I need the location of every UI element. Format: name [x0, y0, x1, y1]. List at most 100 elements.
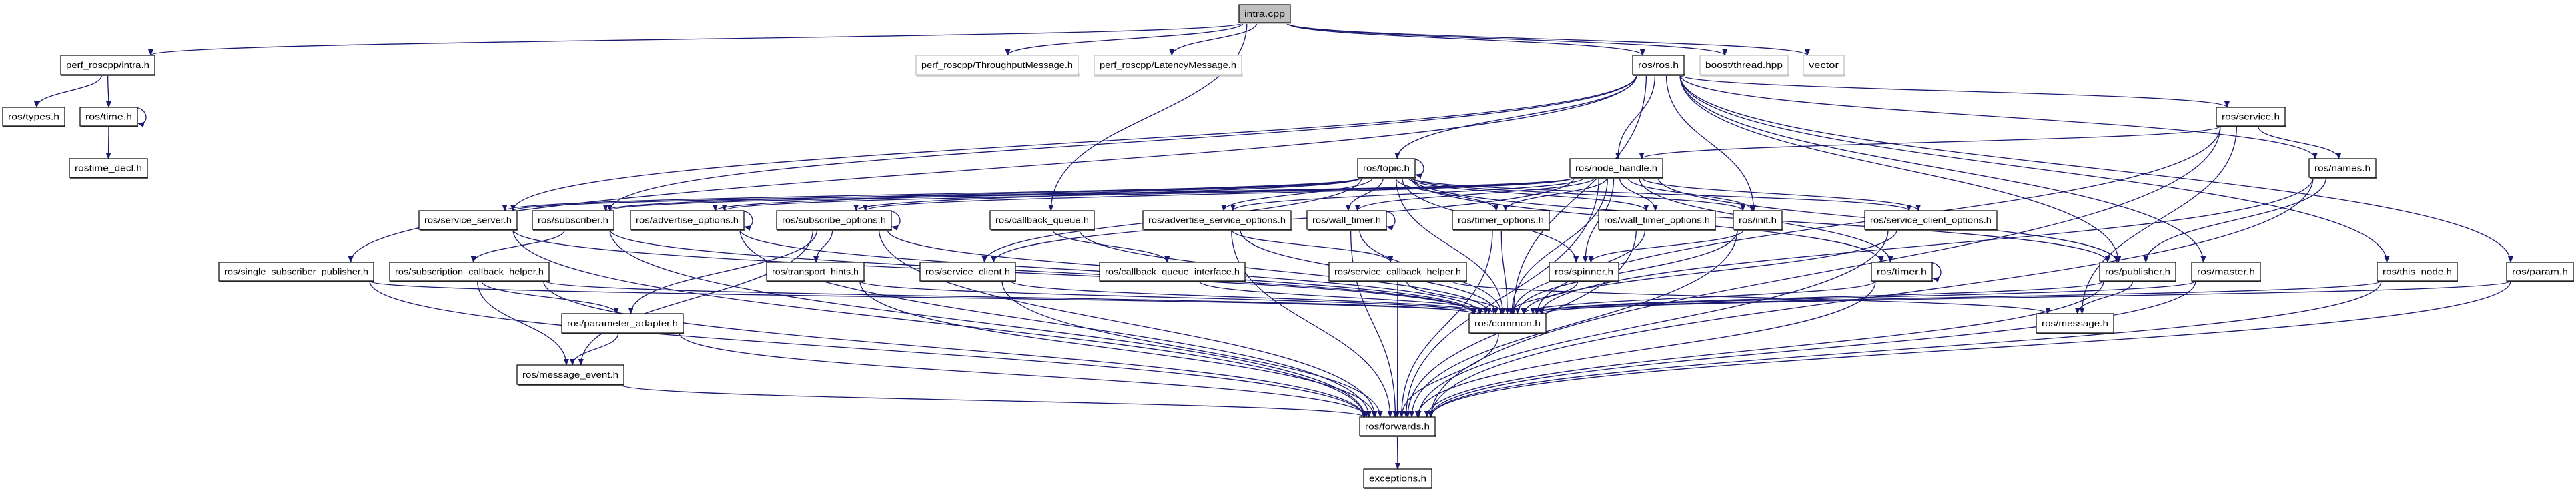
node-box[interactable]	[561, 313, 684, 334]
node-box[interactable]	[1733, 210, 1783, 230]
node-names[interactable]: ros/names.h	[2308, 158, 2377, 179]
node-ros-h[interactable]: ros/ros.h	[1632, 55, 1685, 76]
node-callback-queue[interactable]: ros/callback_queue.h	[989, 210, 1095, 231]
node-box[interactable]	[1699, 55, 1789, 75]
node-subscription-callback-helper[interactable]: ros/subscription_callback_helper.h	[389, 262, 550, 282]
node-box[interactable]	[1468, 313, 1547, 334]
node-box[interactable]	[2506, 262, 2574, 282]
node-subscribe-options[interactable]: ros/subscribe_options.h	[776, 210, 892, 231]
node-node-handle[interactable]: ros/node_handle.h	[1569, 158, 1663, 179]
node-box[interactable]	[919, 262, 1016, 282]
node-box[interactable]	[1871, 262, 1933, 282]
node-service-server[interactable]: ros/service_server.h	[418, 210, 518, 231]
edge-timer_options-to-common	[1500, 229, 1511, 314]
node-box[interactable]	[60, 55, 155, 75]
node-intra-h[interactable]: perf_roscpp/intra.h	[60, 55, 155, 76]
node-box[interactable]	[2377, 262, 2458, 282]
node-spinner[interactable]: ros/spinner.h	[1549, 262, 1619, 282]
edge-this_node-to-forwards	[1428, 280, 2382, 418]
node-box[interactable]	[1306, 210, 1387, 230]
node-time[interactable]: ros/time.h	[79, 107, 138, 127]
node-timer[interactable]: ros/timer.h	[1871, 262, 1933, 282]
node-service[interactable]: ros/service.h	[2216, 107, 2286, 127]
edge-node_handle-to-service_client_options	[1641, 177, 1921, 211]
node-box[interactable]	[1328, 262, 1467, 282]
node-message[interactable]: ros/message.h	[2036, 313, 2114, 334]
node-box[interactable]	[1099, 262, 1246, 282]
node-box[interactable]	[1094, 55, 1242, 75]
node-box[interactable]	[1803, 55, 1845, 75]
node-box[interactable]	[1598, 210, 1716, 230]
node-box[interactable]	[79, 107, 138, 127]
node-box[interactable]	[1142, 210, 1292, 230]
node-param[interactable]: ros/param.h	[2506, 262, 2574, 282]
node-label: rostime_decl.h	[75, 163, 142, 173]
node-box[interactable]	[2191, 262, 2261, 282]
node-box[interactable]	[1363, 468, 1432, 488]
node-advertise-options[interactable]: ros/advertise_options.h	[630, 210, 745, 231]
node-box[interactable]	[2, 107, 65, 127]
node-box[interactable]	[2036, 313, 2114, 334]
node-box[interactable]	[630, 210, 745, 230]
node-parameter-adapter[interactable]: ros/parameter_adapter.h	[561, 313, 684, 334]
node-intra-cpp[interactable]: intra.cpp	[1238, 4, 1291, 24]
node-forwards[interactable]: ros/forwards.h	[1359, 416, 1436, 437]
node-throughput[interactable]: perf_roscpp/ThroughputMessage.h	[915, 55, 1080, 77]
node-box[interactable]	[1632, 55, 1685, 75]
node-timer-options[interactable]: ros/timer_options.h	[1452, 210, 1550, 231]
node-service-client-options[interactable]: ros/service_client_options.h	[1864, 210, 1998, 231]
edge-topic-to-wall_timer	[1345, 177, 1384, 211]
node-publisher[interactable]: ros/publisher.h	[2099, 262, 2176, 282]
node-box[interactable]	[766, 262, 865, 282]
node-box[interactable]	[532, 210, 614, 230]
node-label: ros/subscribe_options.h	[782, 215, 886, 225]
edge-names-to-common	[1538, 177, 2314, 314]
node-box[interactable]	[516, 364, 624, 385]
node-wall-timer-options[interactable]: ros/wall_timer_options.h	[1598, 210, 1716, 231]
node-box[interactable]	[989, 210, 1095, 230]
node-boost-thread[interactable]: boost/thread.hpp	[1699, 55, 1789, 77]
node-box[interactable]	[1452, 210, 1550, 230]
node-box[interactable]	[2308, 158, 2377, 178]
node-exceptions[interactable]: exceptions.h	[1363, 468, 1432, 489]
node-box[interactable]	[915, 55, 1079, 75]
node-topic[interactable]: ros/topic.h	[1357, 158, 1416, 179]
node-service-callback-helper[interactable]: ros/service_callback_helper.h	[1328, 262, 1467, 282]
node-box[interactable]	[1864, 210, 1998, 230]
node-message-event[interactable]: ros/message_event.h	[516, 364, 624, 386]
node-label: ros/common.h	[1474, 318, 1541, 328]
node-box[interactable]	[69, 158, 148, 178]
node-callback-queue-interface[interactable]: ros/callback_queue_interface.h	[1099, 262, 1246, 282]
node-box[interactable]	[218, 262, 374, 282]
edge-topic-to-init	[1410, 177, 1746, 211]
node-box[interactable]	[1238, 4, 1291, 23]
edge-callback_queue-to-callback_queue_interface	[1051, 229, 1170, 263]
node-rostime-decl[interactable]: rostime_decl.h	[69, 158, 148, 179]
node-subscriber[interactable]: ros/subscriber.h	[532, 210, 614, 231]
node-box[interactable]	[1359, 416, 1436, 436]
edge-ros_h-to-topic	[1394, 74, 1637, 159]
node-this-node[interactable]: ros/this_node.h	[2377, 262, 2458, 282]
node-box[interactable]	[2099, 262, 2176, 282]
node-advertise-service-options[interactable]: ros/advertise_service_options.h	[1142, 210, 1292, 231]
node-box[interactable]	[418, 210, 518, 230]
node-types[interactable]: ros/types.h	[2, 107, 65, 127]
node-box[interactable]	[776, 210, 892, 230]
node-label: ros/service_client.h	[925, 267, 1010, 277]
node-service-client[interactable]: ros/service_client.h	[919, 262, 1016, 282]
node-box[interactable]	[1357, 158, 1416, 178]
node-box[interactable]	[389, 262, 550, 282]
node-common[interactable]: ros/common.h	[1468, 313, 1547, 334]
node-box[interactable]	[2216, 107, 2286, 127]
node-wall-timer[interactable]: ros/wall_timer.h	[1306, 210, 1387, 231]
node-init[interactable]: ros/init.h	[1733, 210, 1783, 231]
node-transport-hints[interactable]: ros/transport_hints.h	[766, 262, 865, 282]
edge-service_client_options-to-common	[1521, 229, 1897, 314]
node-single-subscriber-publisher[interactable]: ros/single_subscriber_publisher.h	[218, 262, 374, 282]
node-latency[interactable]: perf_roscpp/LatencyMessage.h	[1094, 55, 1243, 77]
node-master[interactable]: ros/master.h	[2191, 262, 2261, 282]
node-box[interactable]	[1569, 158, 1663, 178]
node-box[interactable]	[1549, 262, 1619, 282]
node-vector[interactable]: vector	[1803, 55, 1845, 77]
edge-timer_options-to-forwards	[1398, 229, 1493, 418]
